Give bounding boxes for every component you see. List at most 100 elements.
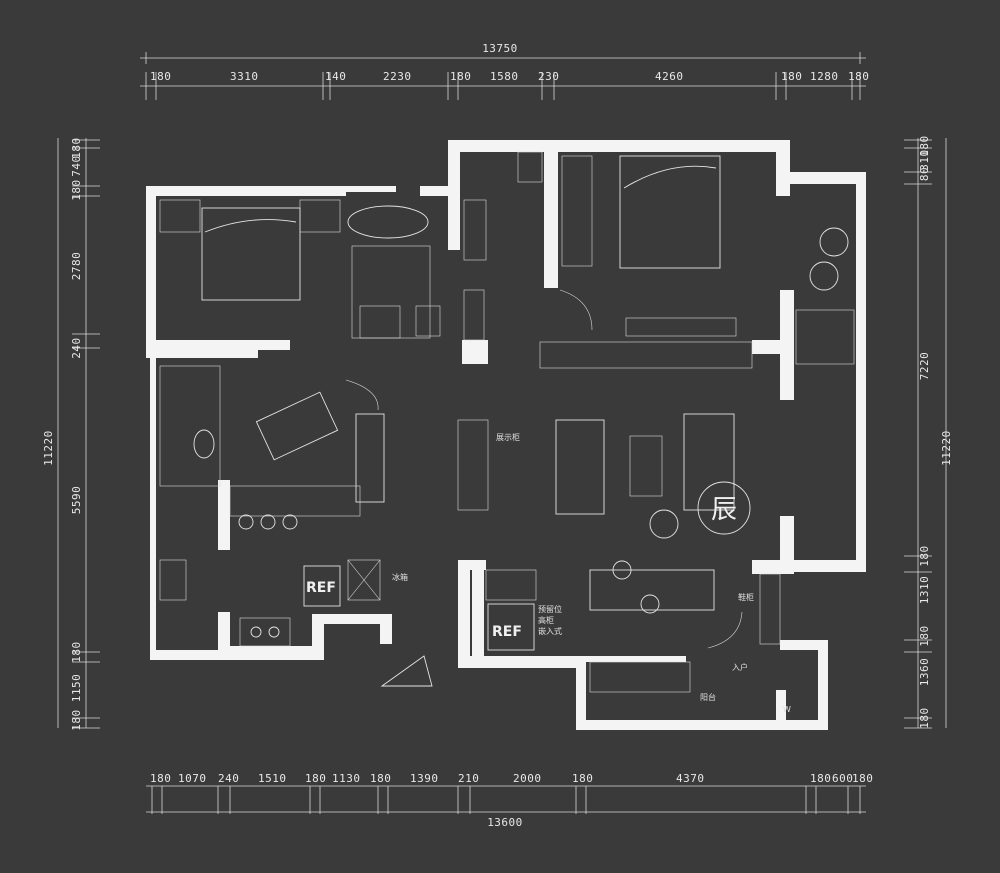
bench <box>355 413 385 503</box>
left-total-dimension: 11220 <box>42 430 55 466</box>
note-entry: 入户 <box>732 662 748 672</box>
wardrobe-right <box>299 199 341 233</box>
wall-segment <box>312 614 390 624</box>
sofa <box>555 419 605 515</box>
door-arc <box>345 379 379 411</box>
right-seg-7: 1360 <box>918 658 931 687</box>
wall-segment <box>146 186 346 196</box>
wall-segment <box>150 358 156 656</box>
top-seg-7: 4260 <box>655 70 684 83</box>
wall-segment <box>258 340 290 350</box>
dresser <box>625 317 737 337</box>
side-table-icon <box>649 509 679 539</box>
bed-master <box>619 155 721 269</box>
top-seg-2: 140 <box>325 70 346 83</box>
wall-segment <box>776 172 866 184</box>
fridge-left <box>303 565 341 607</box>
right-seg-2: 80 <box>918 167 931 181</box>
wall-segment <box>586 656 686 662</box>
ref-label-right: REF <box>492 624 522 640</box>
wall-segment <box>776 140 790 196</box>
walls <box>146 140 866 730</box>
right-dimension-chain: 11220 180 310 80 7220 180 1310 180 1360 … <box>904 135 953 729</box>
bottom-seg-0: 180 <box>150 772 171 785</box>
wardrobe-master <box>561 155 593 267</box>
right-seg-1: 310 <box>918 149 931 170</box>
note-cabinet-3: 嵌入式 <box>538 626 562 636</box>
note-w: W <box>783 705 791 714</box>
cooktop <box>239 617 291 647</box>
sink-box <box>517 151 543 183</box>
wall-segment <box>218 480 230 550</box>
bed-left-cover <box>204 219 297 233</box>
bed-master-cover <box>623 165 717 189</box>
wall-segment <box>818 640 828 730</box>
coffee-table <box>629 435 663 497</box>
balcony-planter <box>795 309 855 365</box>
door-arc <box>707 611 743 649</box>
tv-wall-cabinet <box>539 341 753 369</box>
left-dimension-chain: 11220 180 740 180 2780 240 5590 180 1150… <box>42 137 100 731</box>
left-seg-0: 180 <box>70 137 83 158</box>
left-seg-2: 180 <box>70 179 83 200</box>
bottom-seg-5: 1130 <box>332 772 361 785</box>
wall-segment <box>146 320 156 340</box>
side-cabinet <box>159 365 221 487</box>
stamp-char: 辰 <box>711 495 737 525</box>
shaft <box>347 559 381 601</box>
note-cabinet-1: 预留位 <box>538 604 562 614</box>
note-shoe: 鞋柜 <box>738 592 754 602</box>
wall-segment <box>576 656 586 730</box>
bottom-seg-10: 180 <box>572 772 593 785</box>
top-seg-4: 180 <box>450 70 471 83</box>
wall-segment <box>458 656 586 668</box>
top-seg-1: 3310 <box>230 70 259 83</box>
left-seg-3: 2780 <box>70 252 83 281</box>
left-segment-labels: 180 740 180 2780 240 5590 180 1150 180 <box>70 137 83 730</box>
left-seg-7: 1150 <box>70 674 83 703</box>
left-seg-1: 740 <box>70 155 83 176</box>
right-seg-0: 180 <box>918 135 931 156</box>
note-display: 展示柜 <box>496 432 520 442</box>
stool-icon <box>238 514 254 530</box>
plant-icon <box>809 261 839 291</box>
door-arc <box>559 289 593 331</box>
wall-segment <box>448 140 788 152</box>
bottom-seg-12: 180 <box>810 772 831 785</box>
display-shelf <box>457 419 489 511</box>
appliance <box>159 559 187 601</box>
top-seg-5: 1580 <box>490 70 519 83</box>
right-seg-5: 1310 <box>918 576 931 605</box>
stamp-circle <box>697 481 751 535</box>
bottom-dimension-chain: 13600 180 1070 240 1510 180 1130 180 139… <box>146 772 873 829</box>
wall-segment <box>780 640 824 650</box>
north-arrow-icon <box>380 655 433 687</box>
kitchen-counter <box>485 569 537 601</box>
bottom-seg-2: 240 <box>218 772 239 785</box>
shoe-cabinet <box>759 573 781 645</box>
top-seg-10: 180 <box>848 70 869 83</box>
wall-segment <box>346 186 396 192</box>
bottom-seg-1: 1070 <box>178 772 207 785</box>
chair-icon <box>193 429 215 459</box>
wall-segment <box>458 560 470 668</box>
right-seg-3: 7220 <box>918 352 931 381</box>
wall-segment <box>380 614 392 644</box>
top-total-dimension: 13750 <box>482 42 518 55</box>
note-laundry: 阳台 <box>700 692 716 702</box>
toilet-box <box>415 305 441 337</box>
fridge-right <box>487 603 535 651</box>
left-seg-5: 5590 <box>70 486 83 515</box>
top-seg-6: 230 <box>538 70 559 83</box>
bottom-seg-13: 600 <box>832 772 853 785</box>
right-seg-8: 180 <box>918 707 931 728</box>
dining-chair-icon <box>612 560 632 580</box>
wall-segment <box>146 186 156 334</box>
wall-segment <box>776 690 786 730</box>
top-seg-0: 180 <box>150 70 171 83</box>
dining-table <box>589 569 715 611</box>
wall-segment <box>780 516 794 562</box>
right-seg-6: 180 <box>918 625 931 646</box>
top-seg-9: 1280 <box>810 70 839 83</box>
wall-segment <box>576 720 828 730</box>
